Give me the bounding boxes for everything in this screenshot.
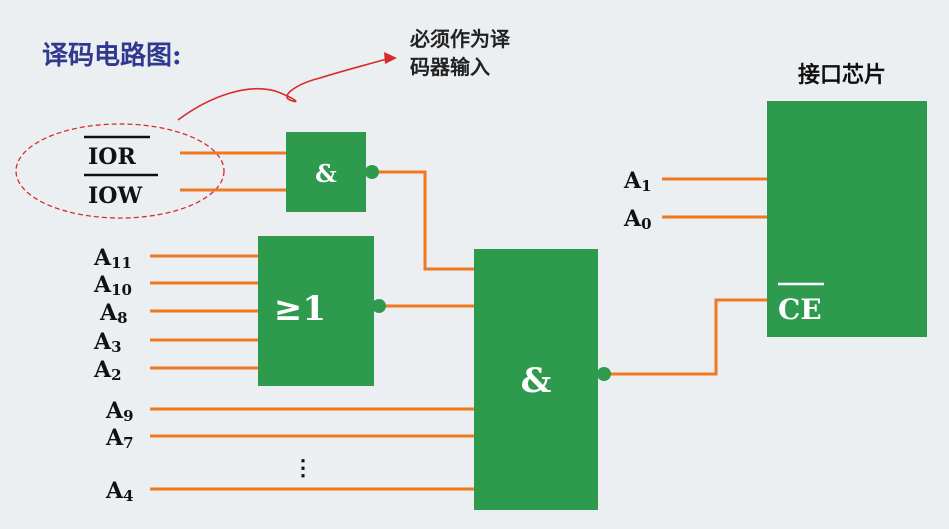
- input-a4-label: A4: [105, 478, 134, 505]
- and-gate-main: &: [474, 249, 611, 510]
- chip-pin-ce: CE: [778, 293, 822, 326]
- wire-and-top-output: [378, 170, 474, 271]
- input-iow: IOW: [84, 173, 158, 209]
- input-ior-label: IOR: [88, 144, 136, 170]
- input-iow-label: IOW: [88, 183, 142, 209]
- and-gate-top-body: [286, 132, 366, 212]
- or-gate-inverter-bubble: [372, 299, 386, 313]
- and-gate-top: &: [286, 132, 379, 212]
- input-a9-label: A9: [105, 398, 134, 425]
- input-a10-label: A10: [93, 272, 132, 299]
- and-gate-top-inverter-bubble: [365, 165, 379, 179]
- chip-pin-a0-label: A0: [623, 206, 652, 233]
- chip-body: [767, 101, 927, 337]
- annotation-line-1: 必须作为译: [409, 27, 511, 51]
- annotation-arrow-line: [177, 57, 391, 121]
- input-ior: IOR: [84, 135, 150, 170]
- and-gate-main-inverter-bubble: [597, 367, 611, 381]
- wires: [150, 151, 767, 491]
- or-gate-body: [258, 236, 374, 386]
- arrow-head-icon: [384, 52, 397, 64]
- annotation: 必须作为译 码器输入: [15, 27, 511, 219]
- input-a7-label: A7: [105, 425, 134, 452]
- and-gate-main-body: [474, 249, 598, 510]
- wire-and-main-output-ce: [610, 298, 767, 376]
- or-gate: ≥1: [258, 236, 386, 386]
- annotation-line-2: 码器输入: [410, 55, 490, 79]
- and-gate-top-symbol: &: [315, 159, 337, 188]
- diagram-title: 译码电路图:: [42, 40, 182, 71]
- input-a2-label: A2: [93, 357, 122, 384]
- interface-chip: 接口芯片 CE: [767, 62, 927, 337]
- and-gate-main-symbol: &: [521, 361, 552, 401]
- input-a8-label: A8: [99, 300, 128, 327]
- or-gate-symbol: ≥1: [274, 289, 326, 329]
- input-a11-label: A11: [93, 245, 132, 272]
- input-a3-label: A3: [93, 329, 122, 356]
- chip-pin-a1-label: A1: [623, 168, 652, 195]
- chip-title: 接口芯片: [798, 62, 886, 88]
- ellipsis-label: ⋮: [292, 455, 314, 481]
- highlight-ellipse: [15, 123, 225, 219]
